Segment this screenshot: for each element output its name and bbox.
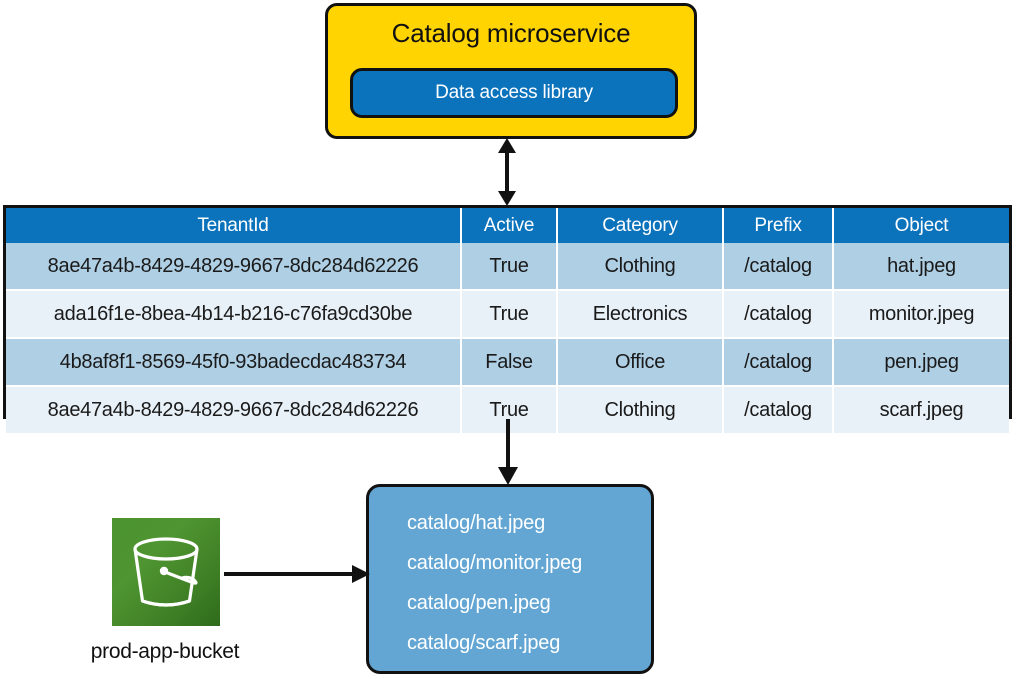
cell-prefix: /catalog [723,338,834,387]
s3-object-keys-box: catalog/hat.jpeg catalog/monitor.jpeg ca… [366,484,654,674]
bucket-glyph [133,537,199,607]
service-to-table-arrow [498,138,516,206]
cell-prefix: /catalog [723,243,834,291]
data-access-library-label: Data access library [435,82,593,103]
cell-object: pen.jpeg [833,338,1009,387]
cell-tenantid: 8ae47a4b-8429-4829-9667-8dc284d62226 [6,243,462,291]
cell-active: True [461,290,558,339]
cell-active: True [461,243,558,291]
bucket-label: prod-app-bucket [90,640,240,663]
data-access-library-box: Data access library [350,68,678,118]
column-header-tenantid: TenantId [6,208,462,243]
column-header-prefix: Prefix [723,208,834,243]
s3-bucket-icon [112,518,220,626]
column-header-active: Active [461,208,558,243]
catalog-table: TenantId Active Category Prefix Object 8… [3,205,1012,435]
cell-object: hat.jpeg [833,243,1009,291]
cell-category: Clothing [557,386,724,435]
cell-category: Clothing [557,243,724,291]
cell-category: Office [557,338,724,387]
cell-category: Electronics [557,290,724,339]
object-key-line: catalog/hat.jpeg [407,512,546,534]
cell-tenantid: 4b8af8f1-8569-45f0-93badecdac483734 [6,338,462,387]
catalog-microservice-title: Catalog microservice [391,18,631,48]
cell-prefix: /catalog [723,290,834,339]
object-key-line: catalog/monitor.jpeg [407,552,583,574]
cell-tenantid: 8ae47a4b-8429-4829-9667-8dc284d62226 [6,386,462,435]
cell-object: scarf.jpeg [833,386,1009,435]
table-header-row: TenantId Active Category Prefix Object [6,208,1009,243]
cell-tenantid: ada16f1e-8bea-4b14-b216-c76fa9cd30be [6,290,462,339]
cell-active: False [461,338,558,387]
column-header-category: Category [557,208,724,243]
bucket-to-objects-arrow [224,565,370,583]
object-key-line: catalog/scarf.jpeg [407,632,561,654]
object-key-line: catalog/pen.jpeg [407,592,551,614]
table-row: 4b8af8f1-8569-45f0-93badecdac483734 Fals… [6,338,1009,387]
table-to-objects-arrow [498,419,518,485]
cell-object: monitor.jpeg [833,290,1009,339]
table-row: ada16f1e-8bea-4b14-b216-c76fa9cd30be Tru… [6,290,1009,339]
cell-prefix: /catalog [723,386,834,435]
column-header-object: Object [833,208,1009,243]
catalog-microservice-box: Catalog microservice Data access library [325,3,697,139]
table-row: 8ae47a4b-8429-4829-9667-8dc284d62226 Tru… [6,243,1009,291]
